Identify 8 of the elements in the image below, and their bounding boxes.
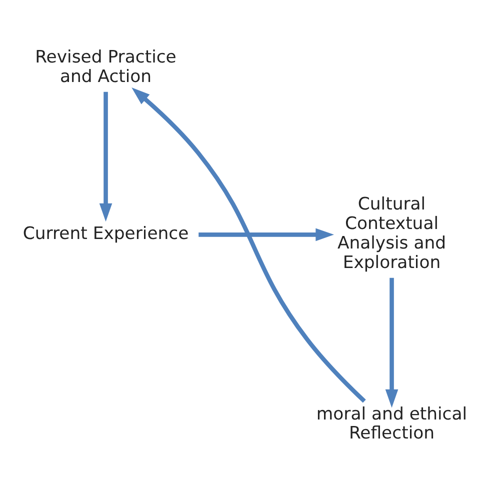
node-text: Revised Practice and Action (34, 46, 176, 86)
arrow (98, 91, 112, 222)
node-text: Cultural Contextual Analysis and Exploration (336, 194, 446, 272)
node-text: Current Experience (22, 223, 188, 244)
arrow (384, 277, 398, 408)
arrow (198, 228, 334, 241)
node-text: moral and ethical Reflection (316, 404, 467, 444)
arrow (131, 86, 366, 402)
